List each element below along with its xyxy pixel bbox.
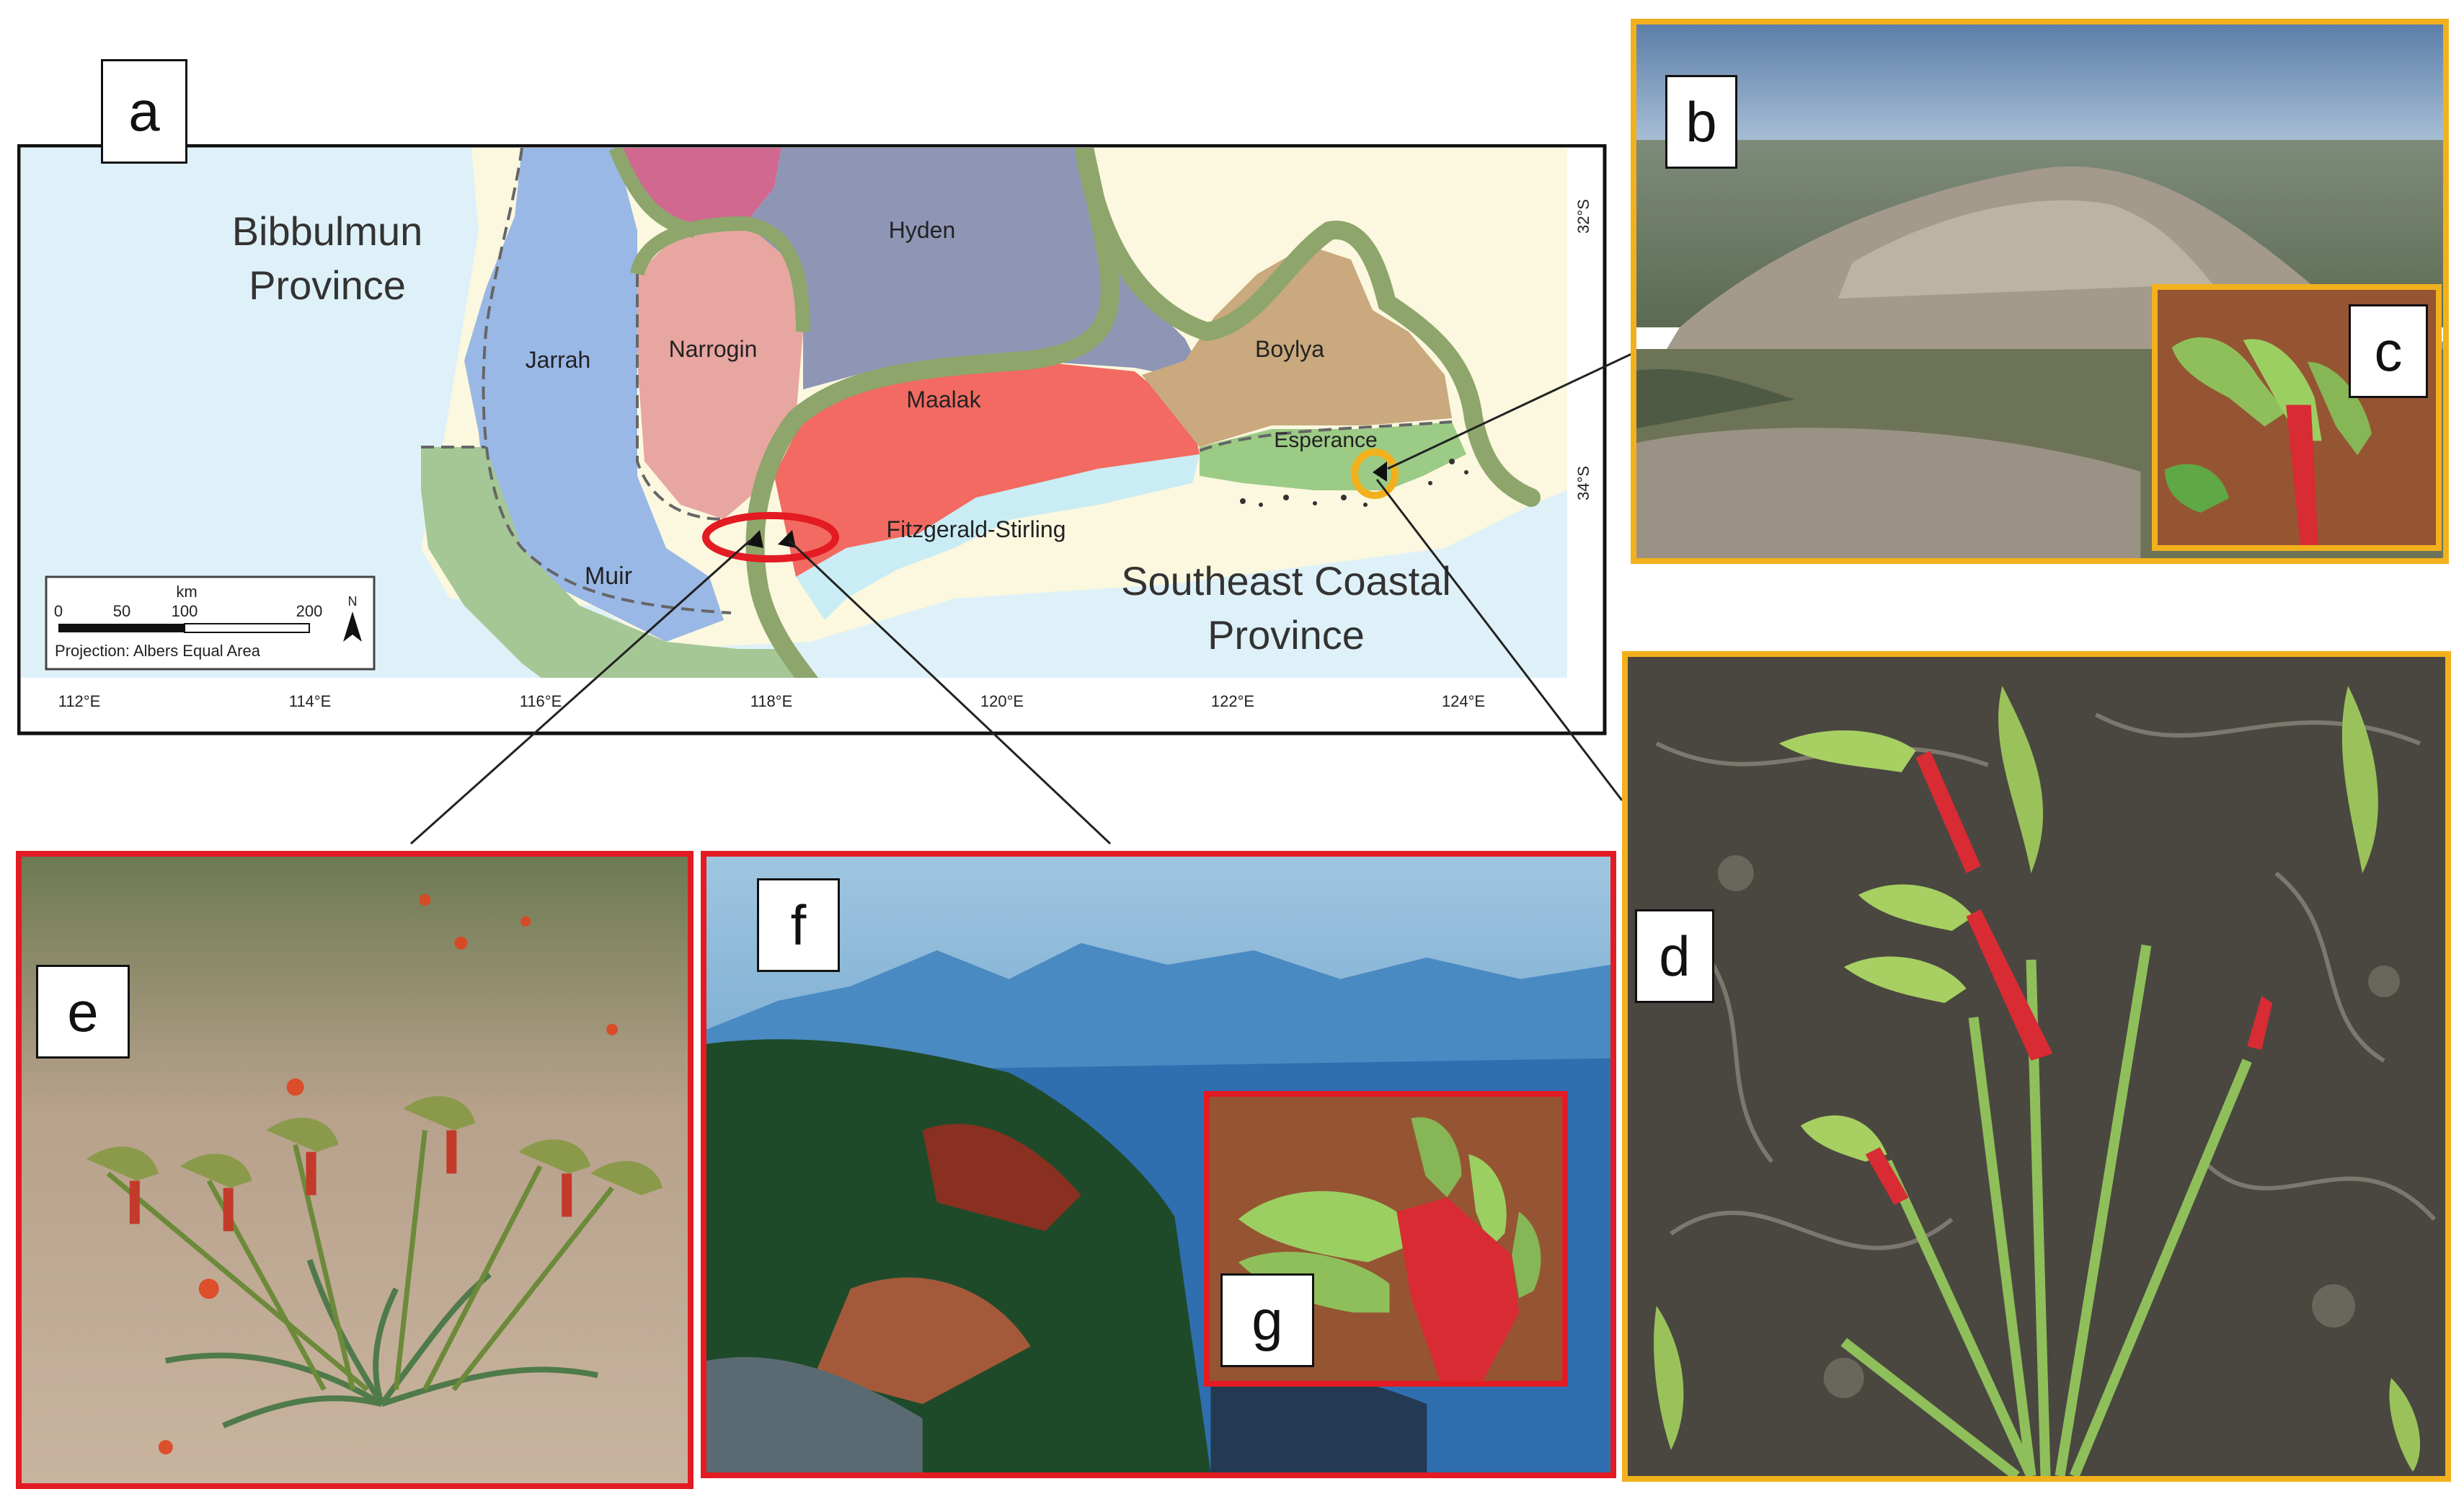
dashed-boundary-narrogin bbox=[636, 274, 724, 521]
pink-outline bbox=[608, 148, 697, 238]
lat-tick: 34°S bbox=[1574, 466, 1592, 500]
inset-c-photo: c bbox=[2152, 284, 2442, 551]
scale-bar-white bbox=[184, 623, 310, 633]
region-boylya bbox=[1142, 245, 1452, 447]
label-fitzgerald: Fitzgerald-Stirling bbox=[887, 516, 1066, 542]
lon-tick: 112°E bbox=[58, 692, 101, 710]
panel-label-c: c bbox=[2349, 304, 2428, 398]
plant-photo-d bbox=[1628, 657, 2445, 1476]
scale-tick-0: 0 bbox=[54, 602, 63, 620]
scale-tick-50: 50 bbox=[113, 602, 130, 620]
lon-tick: 114°E bbox=[289, 692, 332, 710]
lat-tick: 32°S bbox=[1574, 199, 1592, 234]
highlight-yellow-oval bbox=[1351, 449, 1399, 499]
panel-label-e: e bbox=[36, 965, 130, 1059]
label-muir: Muir bbox=[585, 562, 632, 590]
region-top-pink bbox=[616, 148, 781, 231]
label-narrogin: Narrogin bbox=[669, 336, 758, 362]
location-marker-3 bbox=[1373, 461, 1387, 482]
panel-e-photo: e bbox=[16, 851, 693, 1489]
label-boylya: Boylya bbox=[1255, 336, 1324, 362]
region-fitzgerald bbox=[796, 454, 1200, 620]
panel-label-g: g bbox=[1220, 1273, 1314, 1367]
panel-b-photo: b c bbox=[1631, 19, 2449, 564]
label-maalak: Maalak bbox=[906, 386, 981, 412]
scale-tick-100: 100 bbox=[172, 602, 198, 620]
scale-box: km 0 50 100 200 Projection: Albers Equal… bbox=[45, 575, 376, 671]
flower-photo-c bbox=[2158, 290, 2436, 545]
label-esperance: Esperance bbox=[1274, 428, 1377, 452]
panel-d-photo: d bbox=[1622, 651, 2451, 1482]
panel-label-b: b bbox=[1665, 75, 1737, 169]
plant-photo-e bbox=[22, 857, 688, 1483]
label-bibbulmun-2: Province bbox=[249, 262, 406, 308]
projection-label: Projection: Albers Equal Area bbox=[55, 642, 261, 660]
region-jarrah bbox=[464, 148, 724, 642]
region-narrogin bbox=[637, 224, 803, 519]
province-boundary-west bbox=[745, 148, 1120, 678]
label-southeast-1: Southeast Coastal bbox=[1121, 558, 1451, 604]
panel-label-f: f bbox=[757, 878, 840, 972]
scale-bar-black bbox=[58, 624, 185, 632]
north-arrow-icon bbox=[343, 611, 362, 642]
label-bibbulmun-1: Bibbulmun bbox=[232, 208, 423, 254]
scale-tick-200: 200 bbox=[296, 602, 323, 620]
label-southeast-2: Province bbox=[1207, 612, 1365, 658]
lon-tick: 120°E bbox=[980, 692, 1024, 710]
label-jarrah: Jarrah bbox=[526, 347, 591, 373]
highlight-red-oval bbox=[702, 512, 839, 562]
narrogin-outline bbox=[630, 216, 810, 332]
panel-label-d: d bbox=[1635, 909, 1714, 1003]
panel-f-photo: f g bbox=[701, 851, 1616, 1478]
panel-label-a: a bbox=[101, 59, 187, 164]
scale-unit: km bbox=[176, 583, 197, 601]
north-label: N bbox=[348, 594, 358, 609]
lon-tick: 122°E bbox=[1211, 692, 1254, 710]
lon-tick: 116°E bbox=[520, 692, 562, 710]
map-panel: Jarrah Narrogin Hyden Maalak Boylya Espe… bbox=[17, 144, 1607, 735]
lon-tick: 118°E bbox=[750, 692, 793, 710]
inset-g-photo: g bbox=[1204, 1091, 1568, 1387]
dashed-boundary-esperance bbox=[1199, 420, 1453, 452]
label-hyden: Hyden bbox=[889, 217, 956, 243]
lon-tick: 124°E bbox=[1442, 692, 1485, 710]
region-maalak bbox=[774, 361, 1200, 577]
